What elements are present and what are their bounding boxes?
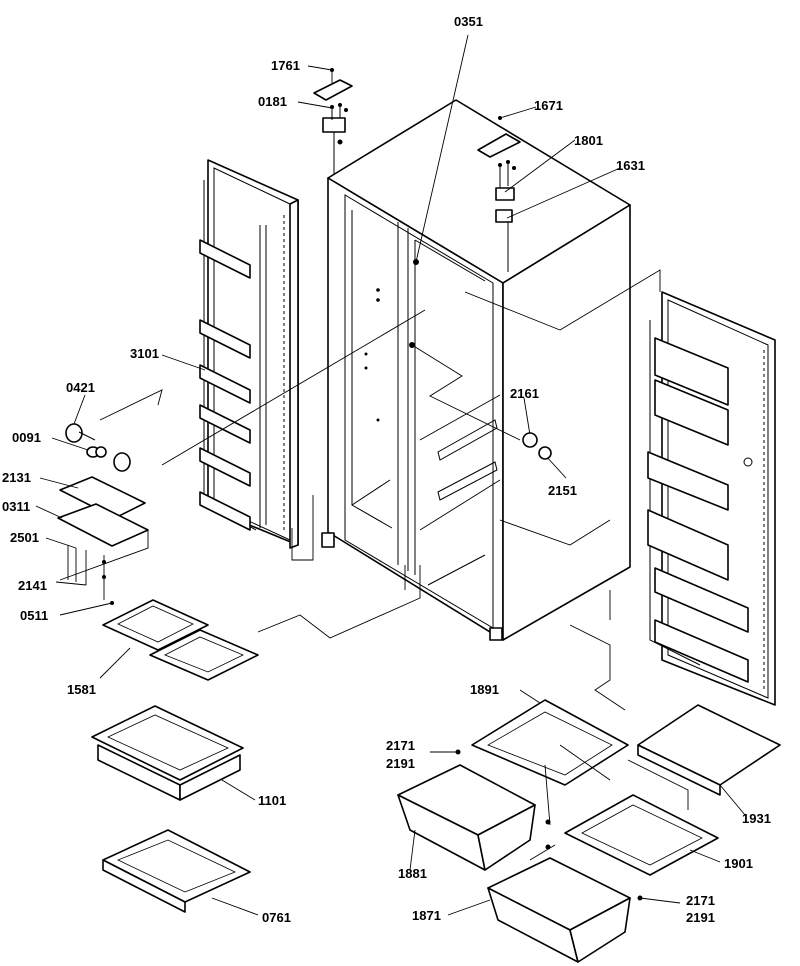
label-0761: 0761 xyxy=(262,910,291,925)
label-0181: 0181 xyxy=(258,94,287,109)
label-2501: 2501 xyxy=(10,530,39,545)
part-number-labels: 0351 1761 0181 1671 1801 1631 3101 0421 … xyxy=(2,14,771,925)
label-1931: 1931 xyxy=(742,811,771,826)
label-1101: 1101 xyxy=(258,793,286,808)
cabinet xyxy=(321,99,631,641)
label-2141: 2141 xyxy=(18,578,47,593)
label-2191-upper: 2191 xyxy=(386,756,415,771)
pan-1871 xyxy=(487,857,631,963)
label-1891: 1891 xyxy=(470,682,499,697)
drawer-cover-1891 xyxy=(471,699,629,786)
label-1761: 1761 xyxy=(271,58,300,73)
label-3101: 3101 xyxy=(130,346,159,361)
label-0421: 0421 xyxy=(66,380,95,395)
glass-shelf-1931 xyxy=(637,704,781,796)
label-2131: 2131 xyxy=(2,470,31,485)
label-2171-lower: 2171 xyxy=(686,893,715,908)
label-0311: 0311 xyxy=(2,499,30,514)
label-2171-upper: 2171 xyxy=(386,738,415,753)
label-1871: 1871 xyxy=(412,908,441,923)
label-1801: 1801 xyxy=(574,133,603,148)
right-top-hinge xyxy=(477,116,521,272)
label-1881: 1881 xyxy=(398,866,427,881)
fresh-food-door xyxy=(647,291,776,706)
lamp-socket-assembly xyxy=(65,423,131,472)
label-2191-lower: 2191 xyxy=(686,910,715,925)
freezer-door xyxy=(199,159,299,549)
label-1671-top: 1671 xyxy=(534,98,563,113)
label-1901: 1901 xyxy=(724,856,753,871)
label-1631: 1631 xyxy=(616,158,645,173)
pan-1881 xyxy=(397,764,536,871)
label-0351: 0351 xyxy=(454,14,483,29)
light-shield-assembly xyxy=(57,476,149,605)
small-shelves xyxy=(102,599,259,681)
drawer-cover-1901 xyxy=(564,794,719,876)
label-2161: 2161 xyxy=(510,386,539,401)
label-2151: 2151 xyxy=(548,483,577,498)
label-0511: 0511 xyxy=(20,608,48,623)
crisper-1101 xyxy=(91,705,244,801)
label-1581: 1581 xyxy=(67,682,96,697)
shelf-0761 xyxy=(102,829,251,913)
left-top-hinge xyxy=(313,79,353,175)
label-0091: 0091 xyxy=(12,430,41,445)
leader-lines xyxy=(35,34,746,916)
